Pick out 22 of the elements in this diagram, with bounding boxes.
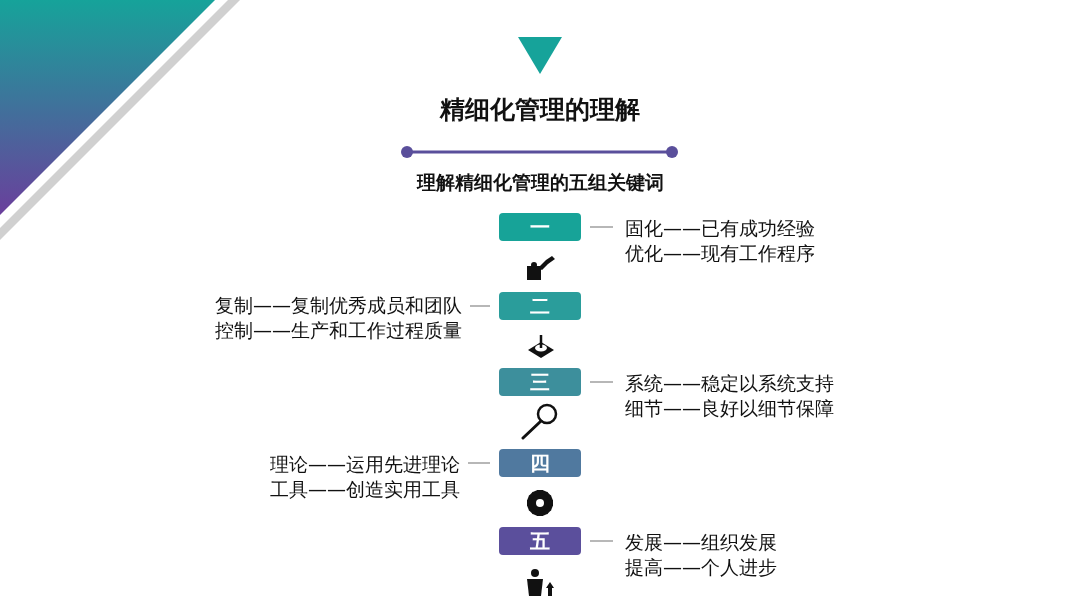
keyword-text: 理论——运用先进理论 <box>270 453 460 475</box>
subtitle: 理解精细化管理的五组关键词 <box>415 170 665 195</box>
leader-line <box>589 381 614 383</box>
number-badge: 五 <box>499 527 581 555</box>
number-badge: 四 <box>499 449 581 477</box>
keyword-text: 复制——复制优秀成员和团队 <box>215 294 462 316</box>
keyword-text: 工具——创造实用工具 <box>270 478 460 500</box>
leader-line <box>589 540 614 542</box>
keyword-text: 系统——稳定以系统支持 <box>625 372 834 394</box>
leader-line <box>467 462 491 464</box>
number-badge: 一 <box>499 213 581 241</box>
keyword-text: 细节——良好以细节保障 <box>625 397 834 419</box>
number-badge: 三 <box>499 368 581 396</box>
keyword-text: 控制——生产和工作过程质量 <box>215 319 462 341</box>
keyword-text: 固化——已有成功经验 <box>625 217 815 239</box>
leader-line <box>589 226 614 228</box>
number-badge: 二 <box>499 292 581 320</box>
slide-title: 精细化管理的理解 <box>438 94 641 126</box>
keyword-text: 提高——个人进步 <box>625 556 777 578</box>
leader-line <box>469 305 491 307</box>
keyword-text: 发展——组织发展 <box>625 531 777 553</box>
keyword-text: 优化——现有工作程序 <box>625 242 815 264</box>
